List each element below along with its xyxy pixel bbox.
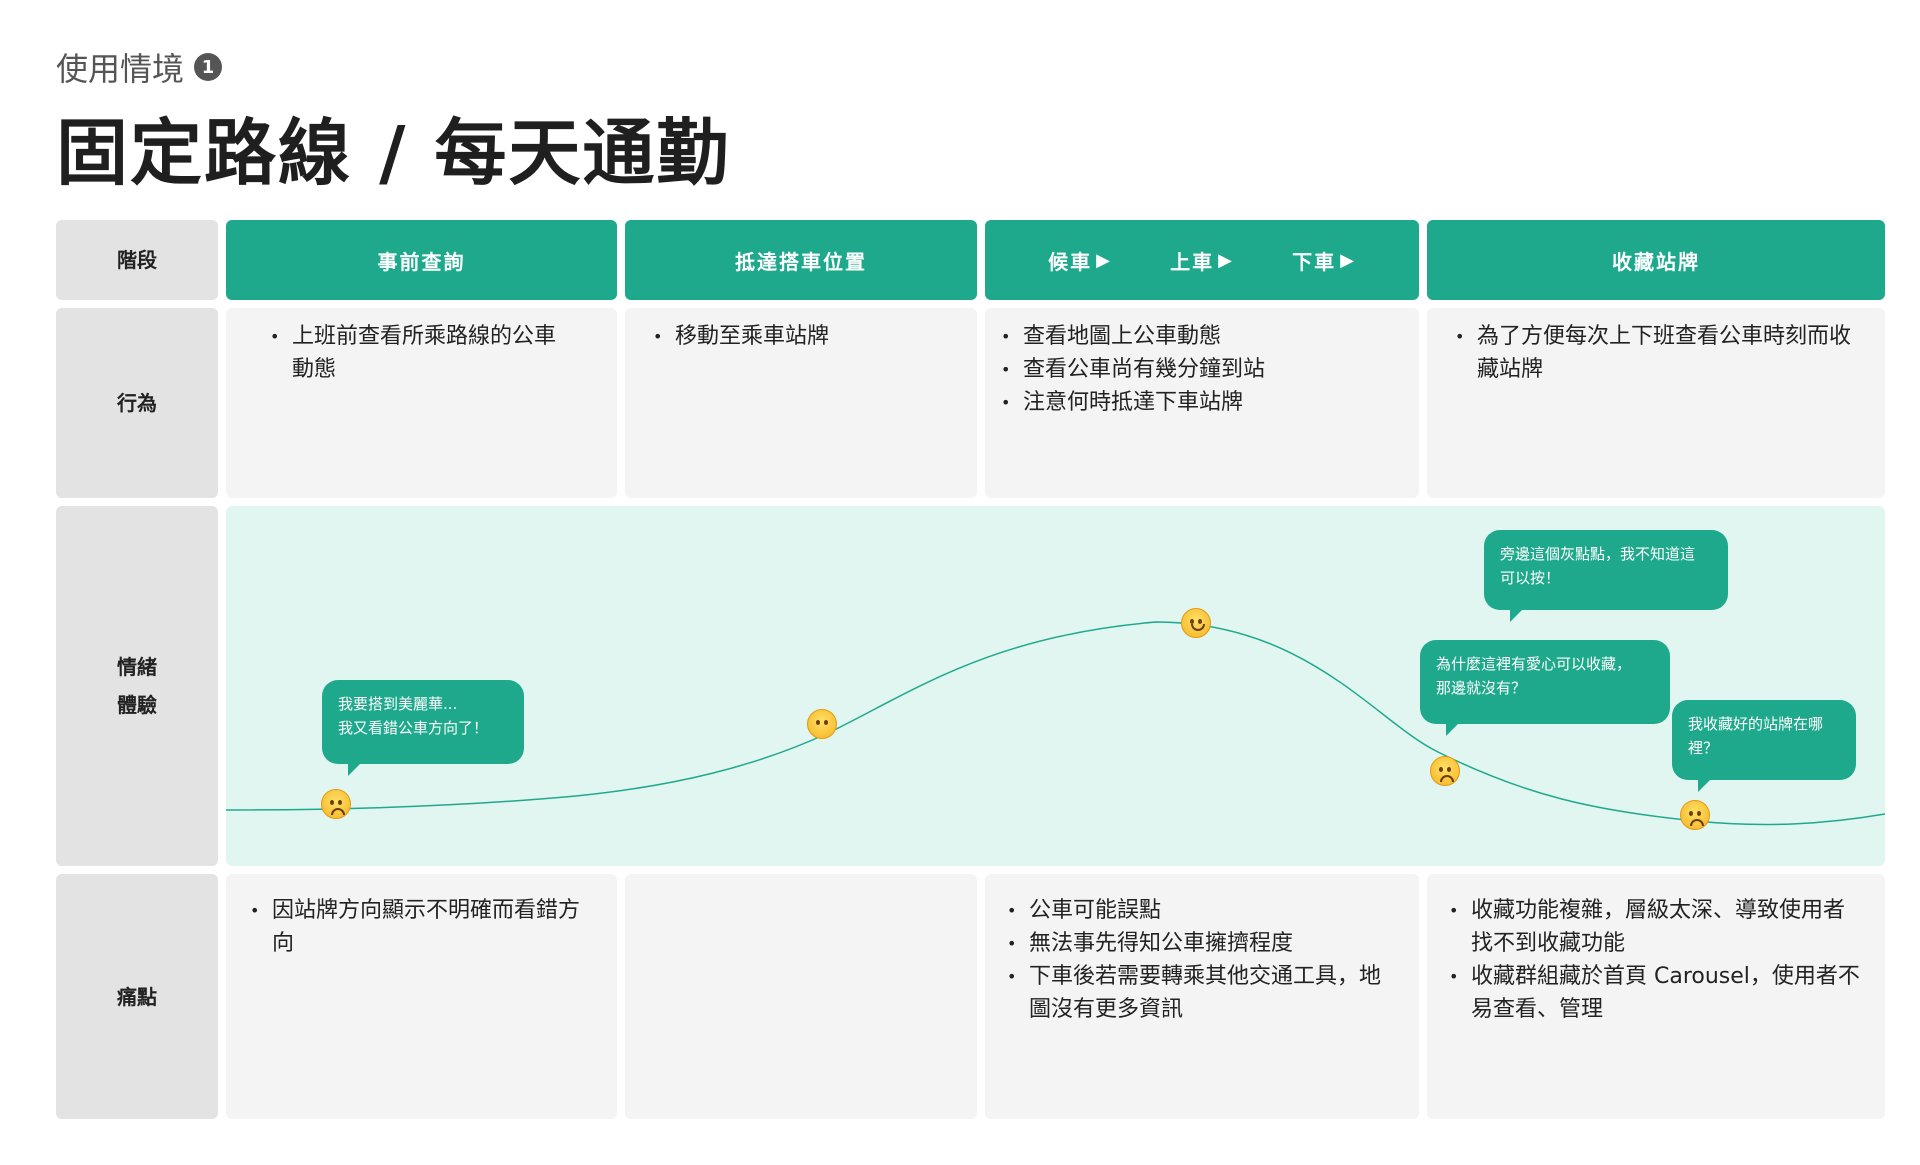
bubble-3-line1: 為什麼這裡有愛心可以收藏， — [1436, 655, 1632, 673]
behavior-cell-4: 為了方便每次上下班查看公車時刻而收藏站牌 — [1427, 308, 1885, 498]
bubble-tail — [348, 762, 362, 776]
row-label-stage-text: 階段 — [117, 248, 157, 272]
stage-3c-label: 下車 — [1292, 249, 1337, 274]
pain-cell-1: 因站牌方向顯示不明確而看錯方向 — [226, 874, 617, 1119]
sad-face-icon — [321, 789, 351, 819]
pain-cell-3: 公車可能誤點 無法事先得知公車擁擠程度 下車後若需要轉乘其他交通工具，地圖沒有更… — [985, 874, 1419, 1119]
speech-bubble-3: 為什麼這裡有愛心可以收藏， 那邊就沒有？ — [1420, 640, 1670, 736]
list-item: 因站牌方向顯示不明確而看錯方向 — [250, 894, 587, 960]
pain-list-3: 公車可能誤點 無法事先得知公車擁擠程度 下車後若需要轉乘其他交通工具，地圖沒有更… — [1007, 894, 1399, 1026]
list-item: 上班前查看所乘路線的公車動態 — [270, 320, 577, 386]
row-label-behavior: 行為 — [56, 308, 218, 498]
stage-4-label: 收藏站牌 — [1612, 249, 1700, 274]
emotion-curve — [226, 621, 1885, 826]
smiling-face-icon — [1181, 608, 1211, 638]
neutral-face-icon — [807, 709, 837, 739]
list-item: 移動至乘車站牌 — [653, 320, 957, 353]
bubble-2-line2: 可以按！ — [1500, 569, 1561, 587]
stage-header-3: 候車 ▶ 上車 ▶ 下車 ▶ — [985, 220, 1419, 300]
behavior-list-3: 查看地圖上公車動態 查看公車尚有幾分鐘到站 注意何時抵達下車站牌 — [1001, 320, 1399, 419]
number-badge: 1 — [194, 53, 223, 81]
stage-3b-label: 上車 — [1170, 249, 1215, 274]
pain-cell-4: 收藏功能複雜，層級太深、導致使用者找不到收藏功能 收藏群組藏於首頁 Carous… — [1427, 874, 1885, 1119]
play-triangle-icon: ▶ — [1218, 249, 1234, 271]
list-item: 注意何時抵達下車站牌 — [1001, 386, 1399, 419]
bubble-tail — [1446, 722, 1460, 736]
page-title: 固定路線 / 每天通勤 — [56, 111, 731, 195]
stage-header-2: 抵達搭車位置 — [625, 220, 977, 300]
list-item: 為了方便每次上下班查看公車時刻而收藏站牌 — [1455, 320, 1865, 386]
pain-list-1: 因站牌方向顯示不明確而看錯方向 — [250, 894, 587, 960]
behavior-list-2: 移動至乘車站牌 — [653, 320, 957, 353]
list-item: 無法事先得知公車擁擠程度 — [1007, 927, 1399, 960]
speech-bubble-2: 旁邊這個灰點點，我不知道這 可以按！ — [1484, 530, 1728, 622]
bubble-4-line1: 我收藏好的站牌在哪 — [1688, 715, 1824, 733]
emotion-curve-area: 我要搭到美麗華... 我又看錯公車方向了！ 旁邊這個灰點點，我不知道這 可以按！… — [226, 506, 1885, 866]
behavior-list-4: 為了方便每次上下班查看公車時刻而收藏站牌 — [1455, 320, 1865, 386]
row-label-behavior-text: 行為 — [117, 391, 157, 415]
sad-face-icon — [1430, 756, 1460, 786]
stage-substep-boarding: 上車 ▶ — [1170, 246, 1234, 275]
list-item: 查看公車尚有幾分鐘到站 — [1001, 353, 1399, 386]
play-triangle-icon: ▶ — [1340, 249, 1356, 271]
bubble-tail — [1698, 778, 1712, 792]
bubble-1-line1: 我要搭到美麗華... — [338, 695, 458, 713]
sad-face-icon — [1680, 800, 1710, 830]
eyebrow-label: 使用情境 — [56, 50, 185, 88]
bubble-2-line1: 旁邊這個灰點點，我不知道這 — [1500, 545, 1696, 563]
stage-substep-waiting: 候車 ▶ — [1048, 246, 1112, 275]
play-triangle-icon: ▶ — [1096, 249, 1112, 271]
behavior-cell-3: 查看地圖上公車動態 查看公車尚有幾分鐘到站 注意何時抵達下車站牌 — [985, 308, 1419, 498]
emotion-label-line2: 體驗 — [117, 693, 157, 717]
stage-2-label: 抵達搭車位置 — [735, 249, 867, 274]
bubble-3-line2: 那邊就沒有？ — [1436, 679, 1527, 697]
page-eyebrow: 使用情境 1 — [56, 44, 223, 90]
row-label-pain: 痛點 — [56, 874, 218, 1119]
speech-bubble-4: 我收藏好的站牌在哪 裡？ — [1672, 700, 1856, 792]
list-item: 收藏群組藏於首頁 Carousel，使用者不易查看、管理 — [1449, 960, 1865, 1026]
list-item: 收藏功能複雜，層級太深、導致使用者找不到收藏功能 — [1449, 894, 1865, 960]
stage-3a-label: 候車 — [1048, 249, 1093, 274]
row-label-emotion-text: 情緒 體驗 — [117, 648, 157, 724]
bubble-tail — [1510, 608, 1524, 622]
stage-1-label: 事前查詢 — [377, 249, 466, 274]
list-item: 公車可能誤點 — [1007, 894, 1399, 927]
behavior-cell-1: 上班前查看所乘路線的公車動態 — [226, 308, 617, 498]
row-label-emotion: 情緒 體驗 — [56, 506, 218, 866]
pain-cell-2 — [625, 874, 977, 1119]
emotion-curve-line — [226, 621, 1885, 826]
bubble-1-line2: 我又看錯公車方向了！ — [338, 719, 489, 737]
row-label-stage: 階段 — [56, 220, 218, 300]
behavior-cell-2: 移動至乘車站牌 — [625, 308, 977, 498]
stage-header-1: 事前查詢 — [226, 220, 617, 300]
stage-header-4: 收藏站牌 — [1427, 220, 1885, 300]
pain-list-4: 收藏功能複雜，層級太深、導致使用者找不到收藏功能 收藏群組藏於首頁 Carous… — [1449, 894, 1865, 1026]
speech-bubble-1: 我要搭到美麗華... 我又看錯公車方向了！ — [322, 680, 524, 776]
stage-substep-alighting: 下車 ▶ — [1292, 246, 1356, 275]
behavior-list-1: 上班前查看所乘路線的公車動態 — [270, 320, 577, 386]
row-label-pain-text: 痛點 — [117, 984, 157, 1009]
list-item: 查看地圖上公車動態 — [1001, 320, 1399, 353]
list-item: 下車後若需要轉乘其他交通工具，地圖沒有更多資訊 — [1007, 960, 1399, 1026]
emotion-label-line1: 情緒 — [117, 655, 157, 679]
bubble-4-line2: 裡？ — [1688, 739, 1719, 757]
